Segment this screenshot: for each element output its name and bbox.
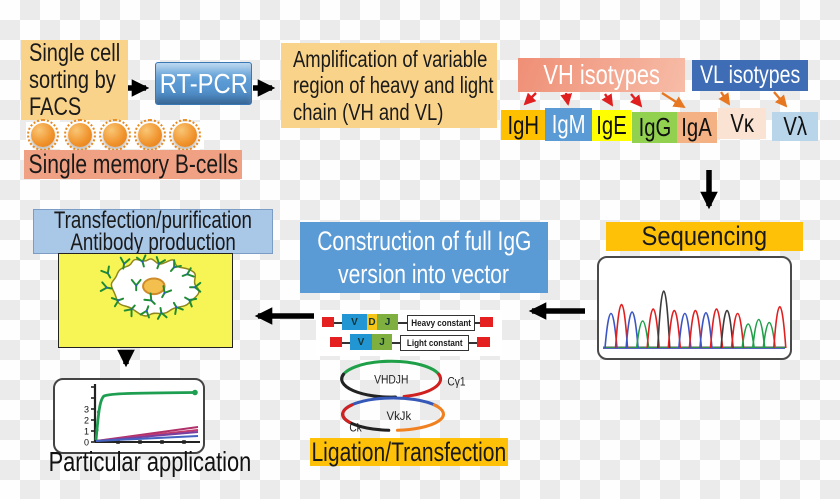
isotype-igh: IgH xyxy=(501,110,545,140)
facs-line-3: FACS xyxy=(29,92,82,121)
plasmid2-orange-arc xyxy=(396,403,445,432)
facs-box: Single cell sorting by FACS xyxy=(21,38,128,121)
amplification-box: Amplification of variable region of heav… xyxy=(281,43,497,128)
vdj-panel: V D J Heavy constant V J Light constant xyxy=(316,310,502,356)
heavy-constant-label: Heavy constant xyxy=(411,317,471,329)
ligation-box: Ligation/Transfection xyxy=(310,436,508,467)
b-cell xyxy=(134,119,166,151)
svg-text:0: 0 xyxy=(84,438,89,448)
facs-line-2: sorting by xyxy=(29,65,116,94)
heavy-d-segment: D xyxy=(367,314,377,330)
plasmid-diagrams: VHDJH Cγ1 VkJk Ck xyxy=(340,359,466,434)
amplification-line-2: region of heavy and light xyxy=(293,72,494,99)
b-cell xyxy=(64,119,96,151)
vh-isotypes-label: VH isotypes xyxy=(543,59,660,90)
heavy-flank-right xyxy=(480,317,493,327)
light-flank-right xyxy=(477,337,490,347)
memory-bcells-box: Single memory B-cells xyxy=(24,149,242,179)
isotype-vlambda-label: Vλ xyxy=(783,111,807,141)
light-constant-box: Light constant xyxy=(400,335,469,351)
plasmid1-green-arc xyxy=(340,359,442,381)
heavy-constant-box: Heavy constant xyxy=(407,315,475,331)
isotype-ige-label: IgE xyxy=(596,110,627,140)
vl-isotypes-box: VL isotypes xyxy=(692,60,808,91)
light-flank-left xyxy=(330,337,342,347)
svg-text:1: 1 xyxy=(84,427,89,437)
transfection-box: Transfection/purification Antibody produ… xyxy=(33,209,273,254)
sequencing-box: Sequencing xyxy=(606,221,803,251)
isotype-igg-label: IgG xyxy=(638,112,671,142)
vh-isotypes-box: VH isotypes xyxy=(518,58,685,92)
amplification-line-3: chain (VH and VL) xyxy=(293,98,444,125)
isotype-vlambda: Vλ xyxy=(772,111,818,141)
chromatogram-trace xyxy=(603,290,787,349)
vl-isotypes-label: VL isotypes xyxy=(699,61,801,89)
rtpcr-label: RT-PCR xyxy=(159,67,248,99)
plasmid2-tag: Ck xyxy=(349,420,361,434)
plasmid1-name: VHDJH xyxy=(374,373,408,387)
rtpcr-box: RT-PCR xyxy=(155,62,252,105)
plasmid2-red-arc xyxy=(341,403,354,424)
ligation-label: Ligation/Transfection xyxy=(311,436,507,467)
b-cell xyxy=(99,119,131,151)
plasmid2-name: VkJk xyxy=(386,409,412,423)
cell-nucleus xyxy=(142,277,166,296)
b-cell xyxy=(169,119,201,151)
svg-text:3: 3 xyxy=(84,405,89,415)
isotype-igm-label: IgM xyxy=(551,109,586,139)
isotype-igm: IgM xyxy=(545,108,592,141)
memory-bcells-label: Single memory B-cells xyxy=(28,149,238,179)
construction-box: Construction of full IgG version into ve… xyxy=(300,222,548,293)
isotype-vkappa-label: Vκ xyxy=(730,108,754,138)
antibody-layer xyxy=(99,254,202,320)
construction-line-2: version into vector xyxy=(338,258,510,289)
chromatogram-box xyxy=(597,256,792,360)
isotype-ige: IgE xyxy=(592,110,631,141)
application-label: Particular application xyxy=(48,446,252,477)
sequencing-label: Sequencing xyxy=(641,221,768,251)
amplification-line-1: Amplification of variable xyxy=(293,45,488,72)
application-label-box: Particular application xyxy=(30,446,270,477)
antibody-cell-box xyxy=(58,253,233,348)
cell-illustration xyxy=(99,254,202,320)
light-constant-label: Light constant xyxy=(406,337,463,349)
light-j-segment: J xyxy=(372,334,392,350)
isotype-igg: IgG xyxy=(632,112,677,143)
isotype-igh-label: IgH xyxy=(507,109,539,140)
svg-text:2: 2 xyxy=(84,416,89,426)
isotype-vkappa: Vκ xyxy=(718,108,766,139)
transfection-line-2: Antibody production xyxy=(70,228,236,256)
plasmid1-red-arc xyxy=(402,372,443,398)
heavy-v-segment: V xyxy=(342,314,367,330)
isotype-iga: IgA xyxy=(677,112,717,143)
light-v-segment: V xyxy=(350,334,372,350)
plasmid1-tag: Cγ1 xyxy=(447,375,465,389)
isotype-iga-label: IgA xyxy=(681,112,713,142)
b-cell xyxy=(27,119,59,151)
heavy-j-segment: J xyxy=(377,314,398,330)
heavy-flank-left xyxy=(322,317,334,327)
transfection-line-1: Transfection/purification xyxy=(53,207,253,234)
construction-line-1: Construction of full IgG xyxy=(316,225,532,256)
facs-line-1: Single cell xyxy=(29,38,121,67)
